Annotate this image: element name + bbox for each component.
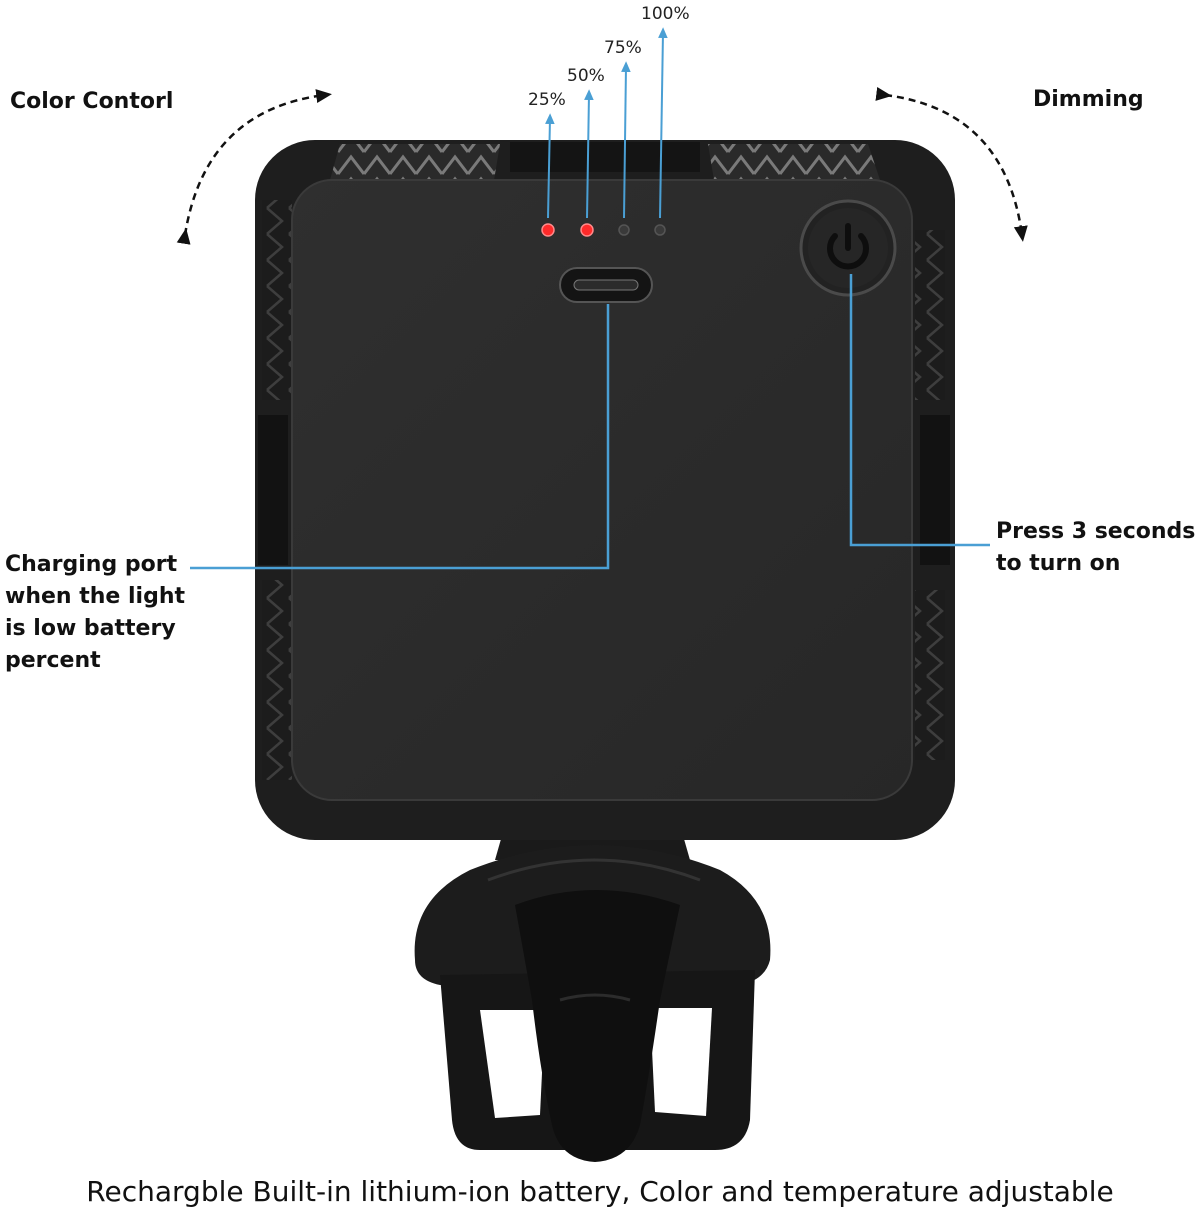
charging-port-callout-line (190, 304, 610, 570)
light-body (255, 140, 955, 840)
battery-led-callout-line (545, 113, 555, 219)
battery-percent-label: 100% (641, 4, 690, 24)
battery-led-3 (618, 224, 630, 236)
mount (414, 825, 771, 1162)
battery-led-callout-line (658, 27, 668, 219)
color-control-rotate-icon (176, 89, 332, 245)
usb-c-port-icon (559, 267, 653, 303)
charging-port-label-line: when the light (5, 584, 185, 609)
battery-led-2 (580, 223, 594, 237)
power-button-callout-line (849, 274, 990, 547)
caption: Rechargble Built-in lithium-ion battery,… (86, 1175, 1114, 1208)
battery-indicator-leds (541, 223, 666, 237)
battery-percent-label: 25% (528, 90, 566, 110)
battery-led-callout-line (621, 61, 631, 219)
battery-led-1 (541, 223, 555, 237)
power-icon (799, 199, 897, 297)
charging-port-label-line: Charging port (5, 552, 178, 577)
charging-port-label-line: is low battery (5, 616, 176, 641)
dimming-label: Dimming (1033, 87, 1144, 112)
color-control-label: Color Contorl (10, 89, 174, 114)
charging-port-label-line: percent (5, 648, 101, 673)
battery-led-callout-line (584, 89, 594, 219)
battery-led-4 (654, 224, 666, 236)
dimming-rotate-icon (875, 86, 1028, 242)
charging-port-label: Charging port when the light is low batt… (5, 549, 185, 677)
battery-percent-label: 75% (604, 38, 642, 58)
power-button-label-line: Press 3 seconds (996, 519, 1196, 544)
power-button-label: Press 3 seconds to turn on (996, 516, 1195, 580)
battery-callouts (545, 27, 668, 219)
battery-percent-label: 50% (567, 66, 605, 86)
power-button-label-line: to turn on (996, 551, 1121, 576)
